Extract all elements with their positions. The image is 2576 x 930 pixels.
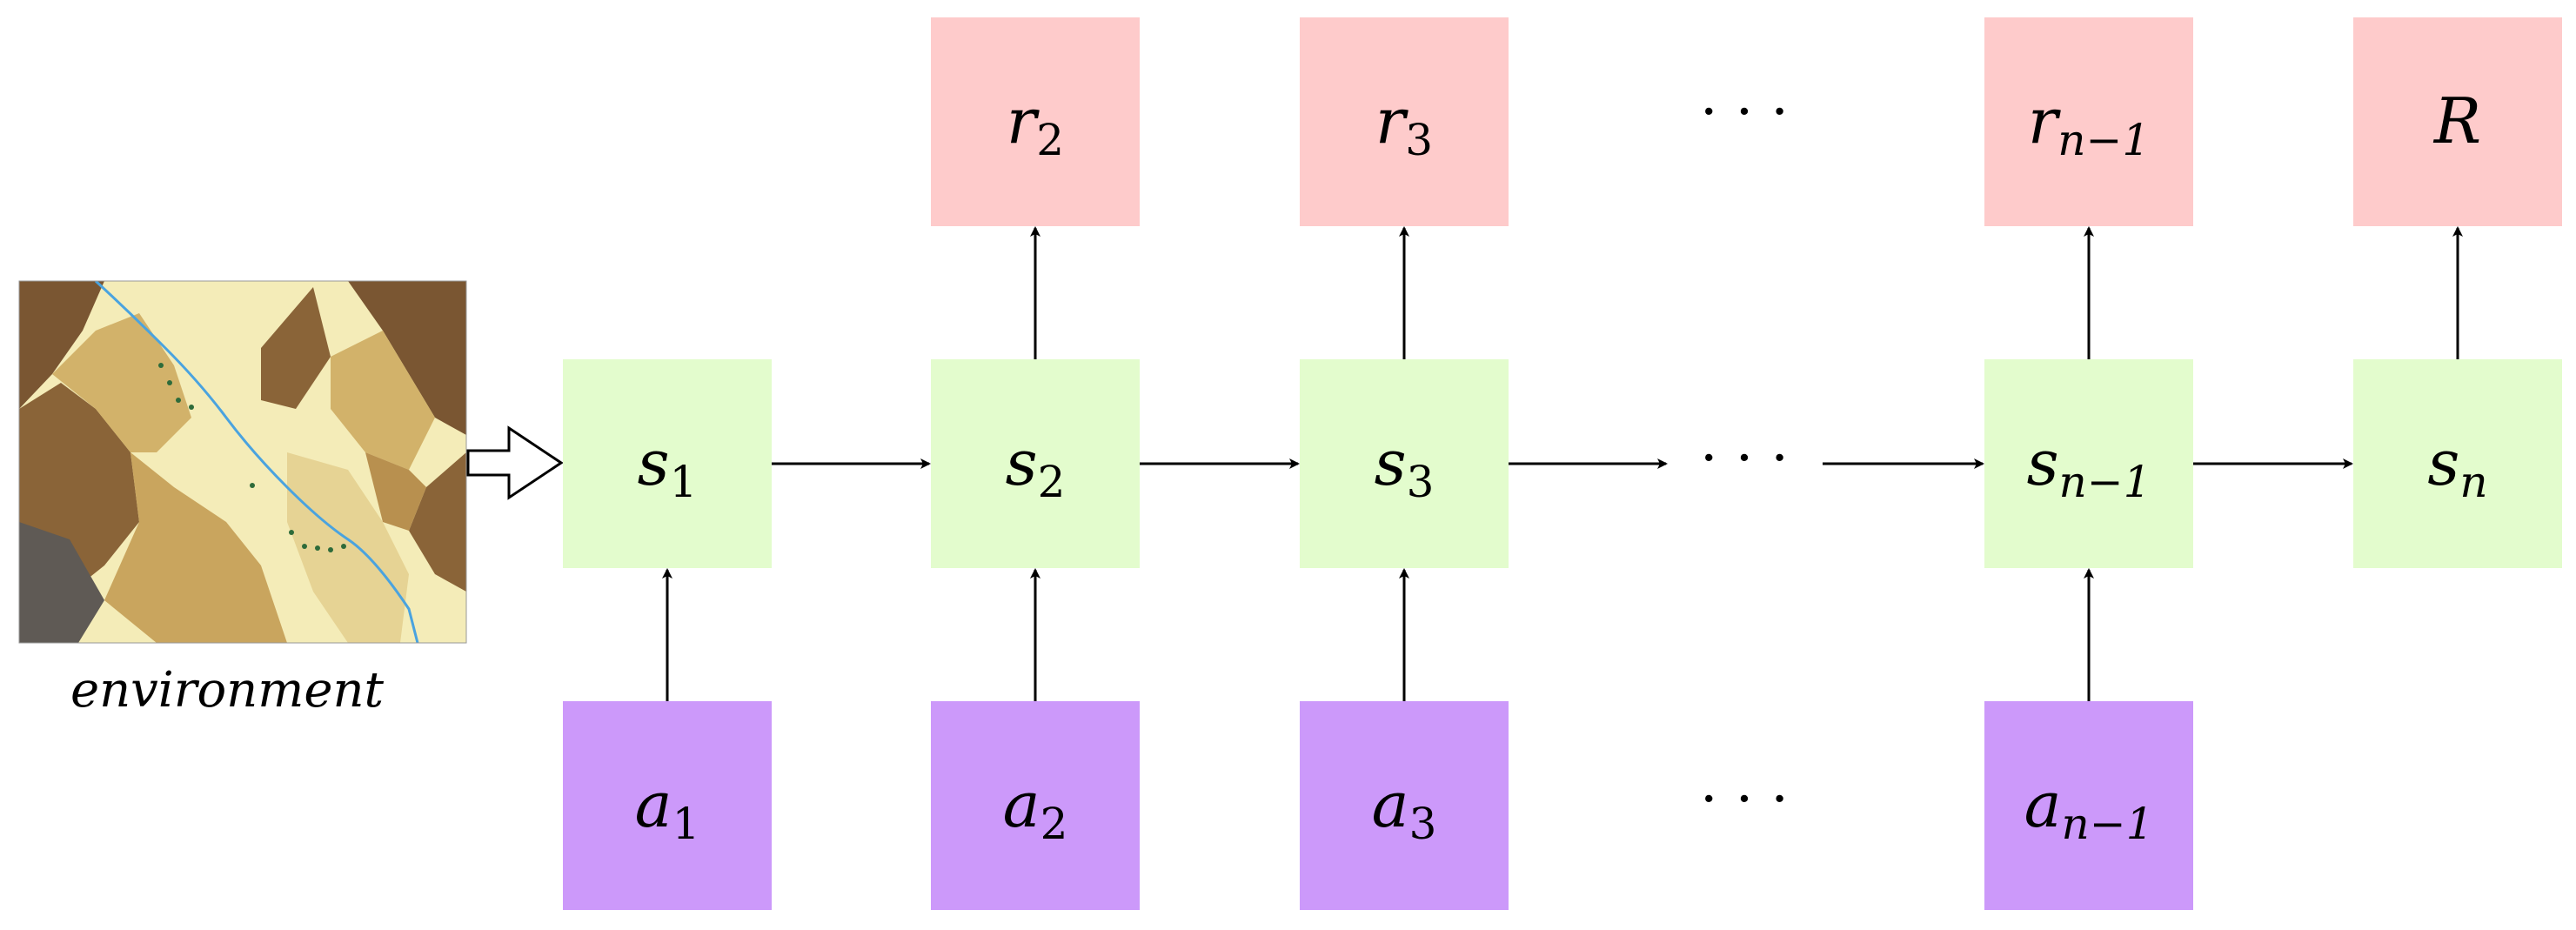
state-4-box [1984, 359, 2193, 568]
ellipsis-rewards: · · · [1700, 80, 1789, 144]
reward-3-label: rn−1 [2028, 84, 2150, 165]
environment-map-border [18, 280, 467, 644]
reward-2-box [1300, 17, 1509, 226]
environment-to-state-arrow [466, 425, 564, 500]
action-1-box [563, 701, 772, 910]
action-3-box [1300, 701, 1509, 910]
reward-4-box [2353, 17, 2562, 226]
ellipsis-states: · · · [1700, 426, 1789, 491]
reward-2-label: r3 [1375, 84, 1433, 165]
reward-1-box [931, 17, 1140, 226]
state-3-label: s3 [1375, 426, 1435, 507]
state-2-label: s2 [1006, 426, 1066, 507]
action-3-label: a3 [1372, 768, 1437, 849]
ellipsis-actions: · · · [1700, 767, 1789, 832]
state-5-box [2353, 359, 2562, 568]
state-1-label: s1 [638, 426, 698, 507]
reward-3-box [1984, 17, 2193, 226]
reward-1-label: r2 [1007, 84, 1064, 165]
action-2-box [931, 701, 1140, 910]
environment-map-image [19, 281, 466, 643]
state-3-box [1300, 359, 1509, 568]
action-4-label: an−1 [2024, 768, 2154, 849]
state-5-label: sn [2427, 426, 2487, 507]
state-2-box [931, 359, 1140, 568]
reward-4-label: R [2432, 84, 2481, 157]
action-4-box [1984, 701, 2193, 910]
action-2-label: a2 [1003, 768, 1068, 849]
state-4-label: sn−1 [2027, 426, 2151, 507]
environment-label: environment [70, 662, 385, 719]
action-1-label: a1 [635, 768, 700, 849]
state-1-box [563, 359, 772, 568]
